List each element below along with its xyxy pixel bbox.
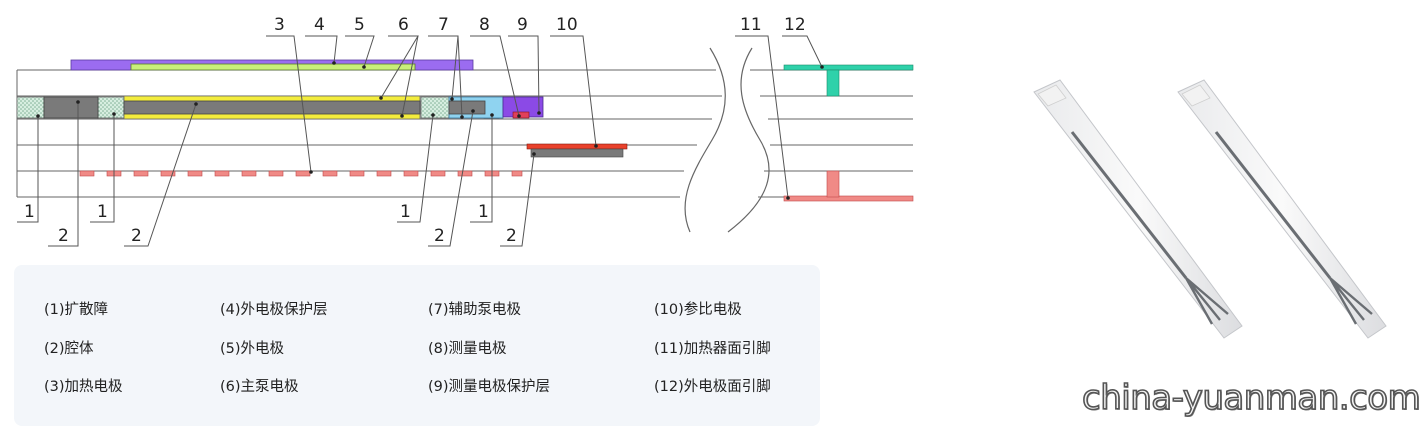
diffusion-barrier-3 [420, 96, 450, 119]
callout-1-a: 1 [24, 202, 35, 222]
callout-11: 11 [740, 15, 762, 35]
callout-12: 12 [784, 15, 806, 35]
cavity-2 [123, 100, 421, 115]
reference-cavity [530, 148, 624, 158]
callout-1-c: 1 [400, 202, 411, 222]
leader-dots [36, 61, 824, 200]
cavity-3 [448, 100, 486, 115]
callout-10: 10 [556, 15, 578, 35]
sensor-chip-photo [1033, 79, 1387, 339]
watermark-text: china-yuanman.com [1081, 377, 1421, 419]
outer-electrode [130, 63, 416, 71]
legend-item: (2)腔体 [44, 341, 94, 357]
legend-item: (6)主泵电极 [220, 379, 299, 395]
callout-2-c: 2 [434, 226, 445, 246]
callout-7: 7 [438, 15, 449, 35]
legend-item: (9)测量电极保护层 [428, 379, 551, 395]
leader-lines [17, 35, 823, 247]
sensor-chip-left [1033, 79, 1243, 339]
legend-item: (8)测量电极 [428, 341, 507, 357]
callout-1-d: 1 [478, 202, 489, 222]
callout-9: 9 [517, 15, 528, 35]
callout-5: 5 [354, 15, 365, 35]
heater-pin [783, 195, 914, 202]
sensor-chip-right [1177, 79, 1387, 339]
callout-2-a: 2 [58, 226, 69, 246]
diffusion-barrier-1 [16, 96, 45, 119]
outer-electrode-pin-via [826, 69, 840, 97]
heater-electrode [79, 170, 523, 177]
reference-electrode [526, 143, 628, 150]
callout-1-b: 1 [97, 202, 108, 222]
legend-item: (1)扩散障 [44, 302, 109, 318]
legend-item: (12)外电极面引脚 [654, 379, 771, 395]
legend-item: (3)加热电极 [44, 379, 123, 395]
sensor-cross-section-diagram: 3 4 5 6 7 8 9 10 11 12 1 2 1 2 1 2 1 2 [16, 15, 914, 247]
callout-6: 6 [398, 15, 409, 35]
break-mark-left [684, 47, 726, 233]
legend-item: (11)加热器面引脚 [654, 341, 771, 357]
legend-panel: (1)扩散障 (4)外电极保护层 (7)辅助泵电极 (10)参比电极 (2)腔体… [14, 265, 820, 426]
callout-3: 3 [274, 15, 285, 35]
callout-2-b: 2 [131, 226, 142, 246]
callout-4: 4 [314, 15, 325, 35]
layer-lines [16, 69, 913, 198]
callout-2-d: 2 [506, 226, 517, 246]
legend-item: (7)辅助泵电极 [428, 302, 522, 318]
break-mark-right [727, 47, 770, 233]
callout-8: 8 [479, 15, 490, 35]
diffusion-barrier-2 [97, 96, 125, 119]
outer-electrode-pin [783, 64, 914, 71]
legend-item: (5)外电极 [220, 341, 285, 357]
legend-item: (4)外电极保护层 [220, 302, 328, 318]
heater-pin-via [826, 170, 840, 198]
legend-item: (10)参比电极 [654, 302, 742, 318]
measurement-electrode [512, 111, 530, 119]
cavity-1 [43, 96, 99, 119]
